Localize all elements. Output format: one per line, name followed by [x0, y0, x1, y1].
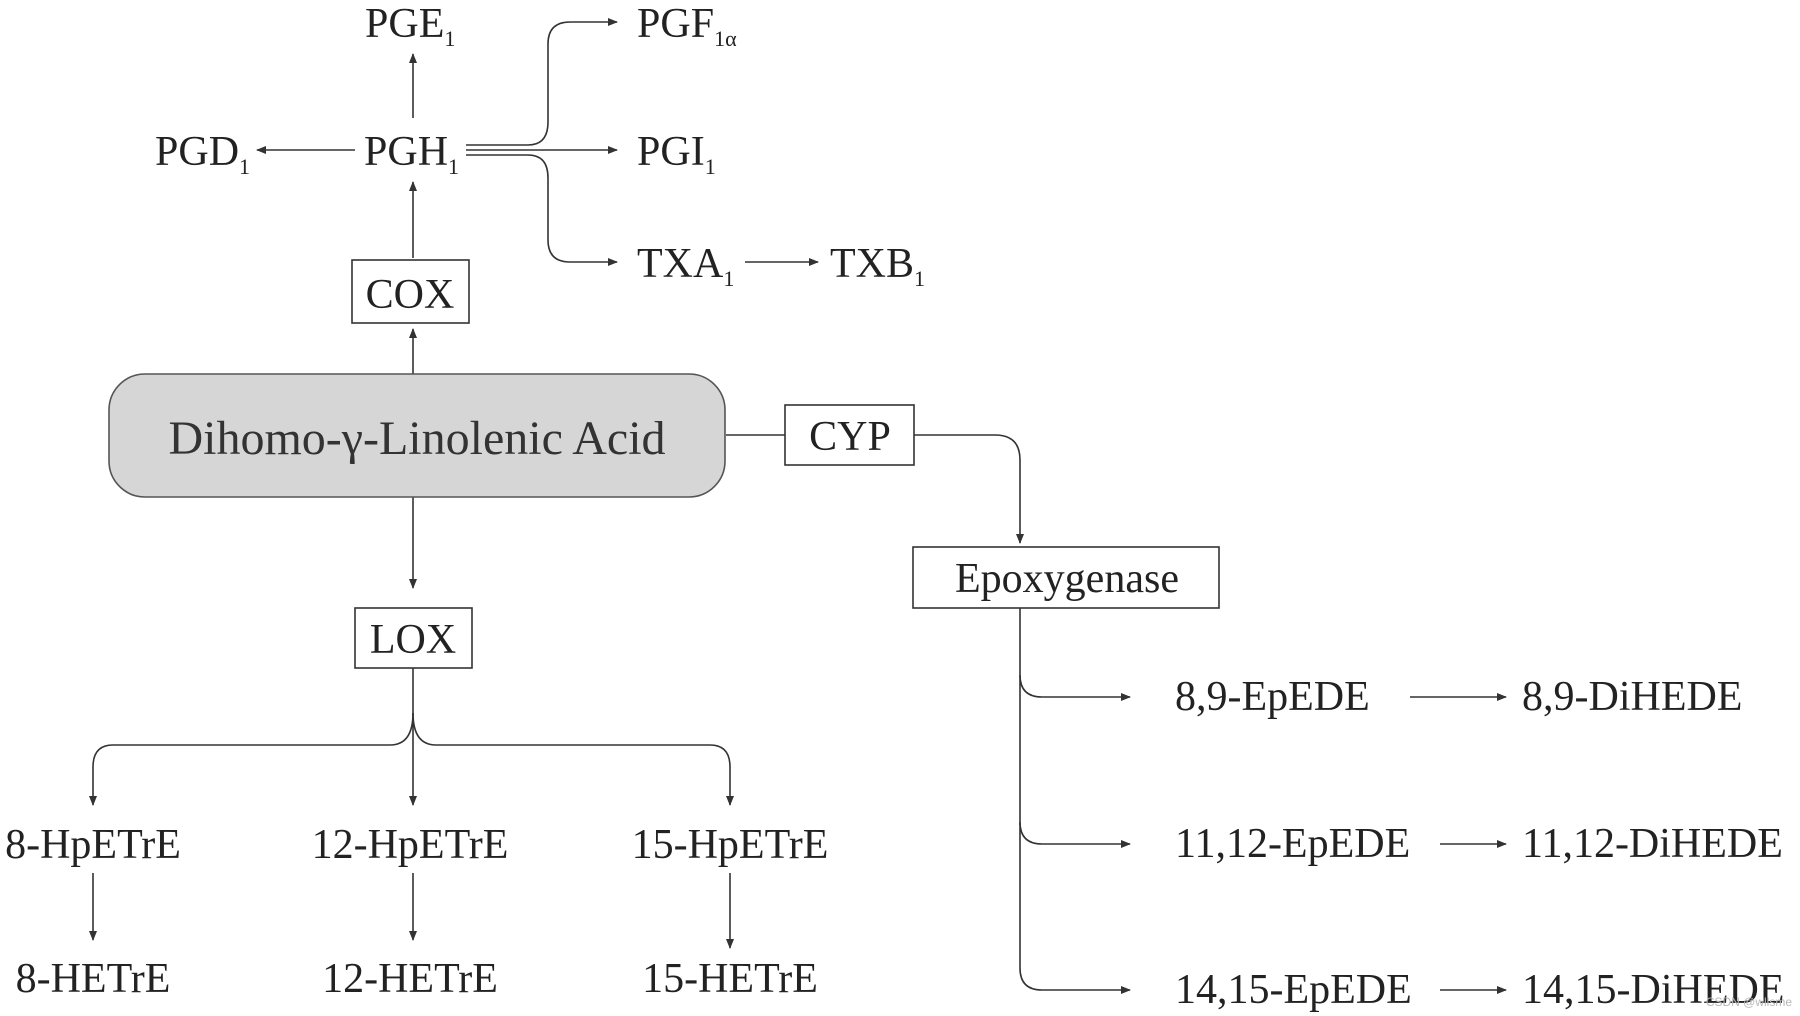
epede-1112-label: 11,12-EpEDE	[1175, 821, 1410, 867]
pgf1a-label: PGF1α	[637, 1, 737, 51]
edge-epox-to-89	[1019, 608, 1131, 701]
main-node-box	[108, 373, 726, 498]
dihede-89-label: 8,9-DiHEDE	[1522, 674, 1742, 720]
epede-89-label: 8,9-EpEDE	[1175, 674, 1370, 720]
pgh1-label: PGH1	[364, 129, 459, 179]
hpetre-15-label: 15-HpETrE	[632, 822, 829, 868]
dihede-1112-label: 11,12-DiHEDE	[1522, 821, 1783, 867]
cyp-box	[784, 404, 915, 466]
epede-1415-label: 14,15-EpEDE	[1175, 967, 1412, 1013]
txb1-label: TXB1	[830, 241, 925, 291]
dihede-1415-label: 14,15-DiHEDE	[1522, 967, 1784, 1013]
hetre-12-label: 12-HETrE	[322, 956, 498, 1002]
hetre-15-label: 15-HETrE	[642, 956, 818, 1002]
hetre-8-label: 8-HETrE	[16, 956, 171, 1002]
edge-cyp-to-epox	[914, 434, 1024, 544]
epoxygenase-box	[912, 546, 1220, 609]
main-node-label: Dihomo-γ-Linolenic Acid	[168, 412, 665, 465]
edge-lox-to-8	[89, 712, 414, 806]
pge1-label: PGE1	[365, 1, 455, 51]
edge-pgh-to-txa	[527, 154, 618, 266]
pgi1-label: PGI1	[637, 129, 716, 179]
txa1-label: TXA1	[637, 241, 734, 291]
lox-label: LOX	[370, 617, 456, 663]
hpetre-12-label: 12-HpETrE	[312, 822, 509, 868]
cox-label: COX	[366, 272, 455, 318]
hpetre-8-label: 8-HpETrE	[5, 822, 181, 868]
pgd1-label: PGD1	[155, 129, 250, 179]
watermark: CSDN @wllsme	[1706, 995, 1793, 1009]
cox-box	[351, 259, 470, 324]
edge-epox-to-1415	[1019, 822, 1131, 994]
lox-box	[354, 607, 473, 669]
edge-epox-to-1112	[1019, 675, 1131, 848]
epoxygenase-label: Epoxygenase	[955, 556, 1179, 602]
cyp-label: CYP	[809, 414, 891, 460]
edge-lox-to-15	[412, 712, 734, 806]
edge-pgh-to-pgf	[527, 18, 618, 146]
